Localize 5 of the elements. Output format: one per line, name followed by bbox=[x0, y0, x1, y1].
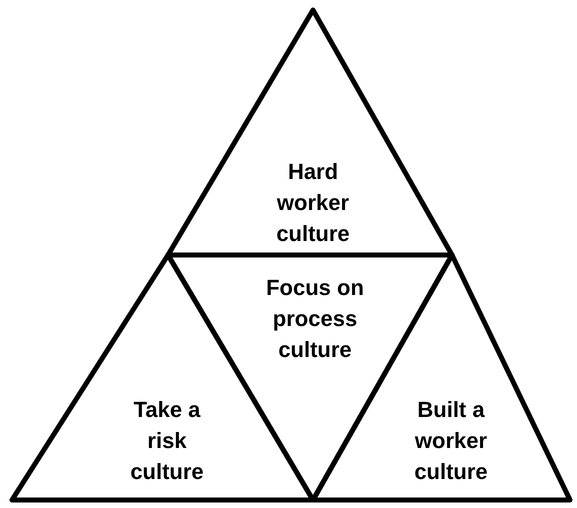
segment-label: Take a risk culture bbox=[129, 396, 205, 486]
triangle-segment bbox=[168, 10, 452, 255]
segment-label: Focus on process culture bbox=[265, 274, 365, 364]
segment-label: Built a worker culture bbox=[413, 396, 489, 486]
segment-label: Hard worker culture bbox=[275, 158, 351, 248]
